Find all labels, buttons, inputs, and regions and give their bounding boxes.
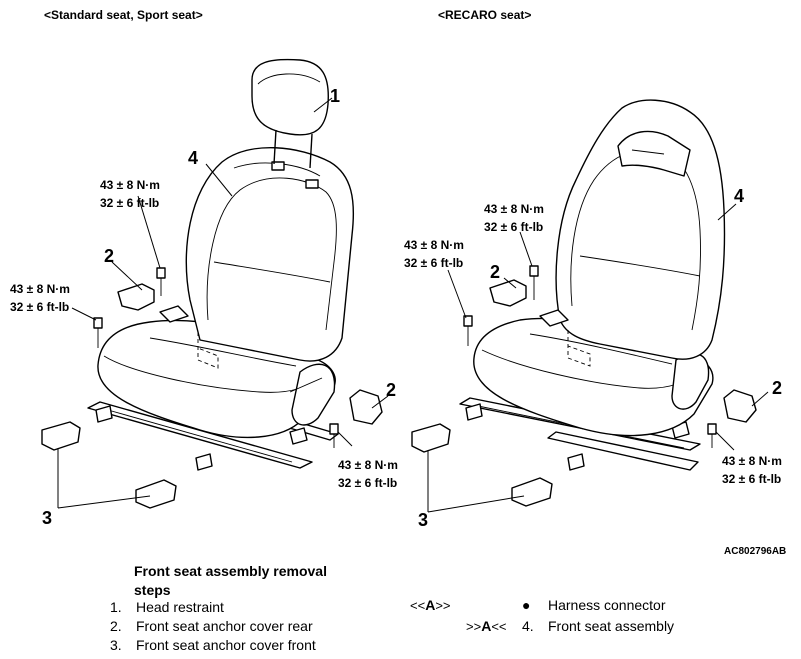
leader-line bbox=[447, 269, 467, 319]
step-item: 3.Front seat anchor cover front bbox=[110, 637, 316, 653]
leader-line bbox=[519, 231, 533, 267]
caption-standard-seat: <Standard seat, Sport seat> bbox=[44, 8, 203, 22]
anchor-cover-rear-right-a bbox=[489, 279, 527, 307]
callout-3: 3 bbox=[418, 510, 429, 530]
step-marker: <<A>> bbox=[410, 597, 451, 613]
callout-3: 3 bbox=[42, 508, 53, 528]
anchor-cover-front-left-a bbox=[41, 421, 81, 451]
bolt-icon bbox=[156, 267, 166, 296]
bolt-icon bbox=[329, 423, 339, 448]
bolt-icon bbox=[93, 317, 103, 348]
leader-line bbox=[137, 195, 161, 269]
step-marker: >>A<< bbox=[466, 618, 507, 634]
leader-line bbox=[337, 431, 353, 447]
steps-title: Front seat assembly removal steps bbox=[134, 563, 327, 598]
leader-line bbox=[371, 395, 389, 409]
caption-recaro-seat: <RECARO seat> bbox=[438, 8, 532, 22]
harness-connector-left bbox=[197, 332, 219, 369]
callout-2: 2 bbox=[490, 262, 501, 282]
leader-line bbox=[427, 450, 525, 513]
anchor-cover-front-right-b bbox=[511, 477, 553, 507]
torque-spec: 43 ± 8 N·m 32 ± 6 ft-lb bbox=[484, 202, 544, 234]
bolt-icon bbox=[529, 265, 539, 300]
bolt-icon bbox=[707, 423, 717, 448]
anchor-cover-front-right-a bbox=[411, 423, 451, 453]
anchor-cover-rear-left-a bbox=[117, 283, 155, 311]
callout-1: 1 bbox=[330, 86, 341, 106]
leader-line bbox=[503, 277, 517, 289]
anchor-cover-rear-left-b bbox=[349, 389, 383, 425]
head-restraint-left bbox=[251, 58, 329, 169]
leader-line bbox=[751, 391, 769, 407]
step-item: 1.Head restraint bbox=[110, 599, 224, 615]
anchor-cover-front-left-b bbox=[135, 479, 177, 509]
leader-line bbox=[715, 431, 735, 451]
callout-2: 2 bbox=[772, 378, 783, 398]
leader-line bbox=[71, 307, 97, 321]
callout-2: 2 bbox=[386, 380, 397, 400]
leader-line bbox=[717, 203, 737, 221]
anchor-cover-rear-right-b bbox=[723, 389, 757, 423]
recaro-seat-illustration bbox=[411, 99, 769, 513]
torque-spec: 43 ± 8 N·m 32 ± 6 ft-lb bbox=[10, 282, 70, 314]
callout-2: 2 bbox=[104, 246, 115, 266]
callout-4: 4 bbox=[188, 148, 199, 168]
torque-spec: 43 ± 8 N·m 32 ± 6 ft-lb bbox=[338, 458, 398, 490]
bolt-icon bbox=[463, 315, 473, 346]
step-item: ●Harness connector bbox=[522, 597, 666, 613]
standard-seat-illustration bbox=[41, 58, 389, 509]
leader-line bbox=[205, 163, 233, 197]
seat-back-right bbox=[555, 99, 726, 360]
seat-back-left bbox=[185, 146, 355, 362]
leader-line bbox=[57, 448, 151, 509]
callout-4: 4 bbox=[734, 186, 745, 206]
step-item: 4.Front seat assembly bbox=[522, 618, 675, 634]
leader-line bbox=[313, 97, 333, 113]
harness-connector-right bbox=[567, 330, 591, 367]
step-item: 2.Front seat anchor cover rear bbox=[110, 618, 313, 634]
torque-spec: 43 ± 8 N·m 32 ± 6 ft-lb bbox=[722, 454, 782, 486]
figure-id: AC802796AB bbox=[724, 546, 787, 557]
leader-line bbox=[111, 261, 143, 291]
torque-spec: 43 ± 8 N·m 32 ± 6 ft-lb bbox=[404, 238, 464, 270]
torque-spec: 43 ± 8 N·m 32 ± 6 ft-lb bbox=[100, 178, 160, 210]
